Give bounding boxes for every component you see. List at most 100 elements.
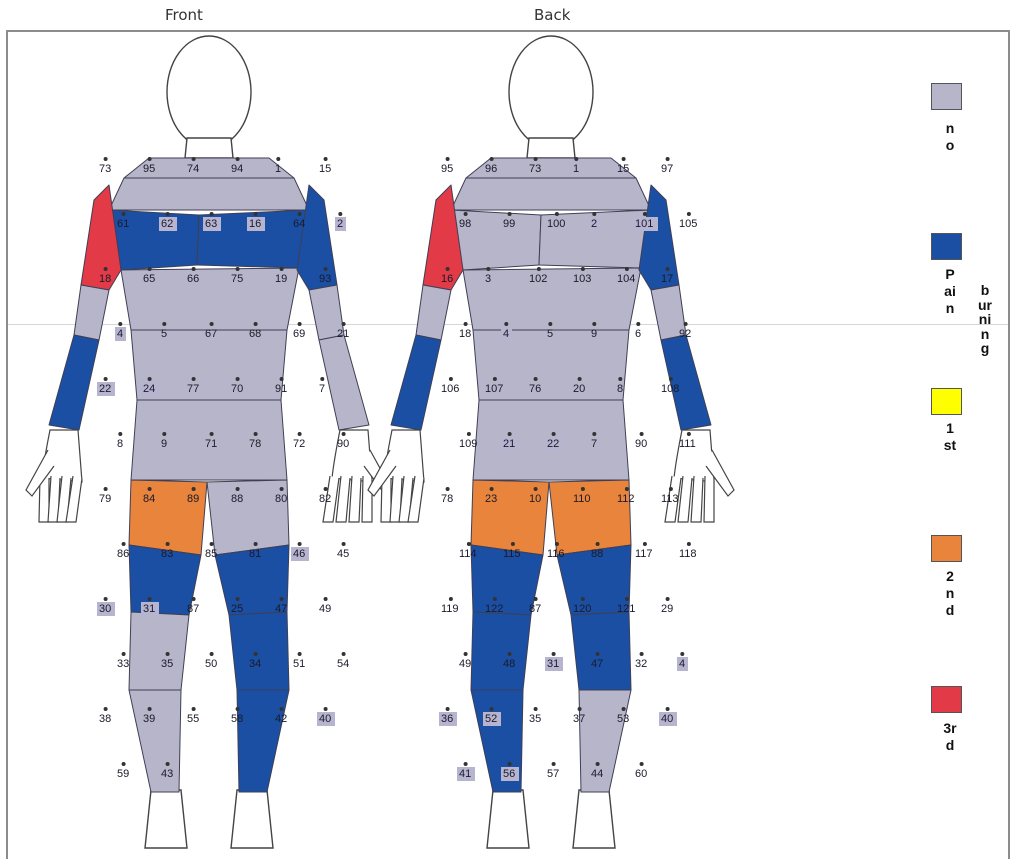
svg-text:90: 90 — [337, 438, 349, 450]
svg-text:15: 15 — [617, 163, 629, 175]
front-region-label: 55 — [187, 707, 199, 725]
front-region-knee-r[interactable] — [129, 612, 189, 690]
svg-text:47: 47 — [591, 658, 603, 670]
front-region-right-hip[interactable] — [207, 480, 289, 555]
svg-text:21: 21 — [503, 438, 515, 450]
svg-text:33: 33 — [117, 658, 129, 670]
front-region-label: 51 — [293, 652, 305, 670]
svg-text:18: 18 — [99, 273, 111, 285]
svg-text:57: 57 — [547, 768, 559, 780]
svg-text:104: 104 — [617, 273, 635, 285]
svg-text:92: 92 — [679, 328, 691, 340]
svg-text:107: 107 — [485, 383, 503, 395]
svg-text:96: 96 — [485, 163, 497, 175]
front-region-shin-l[interactable] — [237, 690, 289, 792]
back-region-label: 90 — [635, 432, 647, 450]
front-body-regions — [49, 158, 369, 792]
legend-swatch-no — [931, 83, 962, 110]
front-region-forearm-l[interactable] — [319, 335, 369, 430]
front-region-forearm-r[interactable] — [49, 335, 99, 430]
svg-text:4: 4 — [117, 328, 123, 340]
back-region-label: 31 — [545, 652, 563, 671]
svg-text:116: 116 — [547, 548, 565, 560]
svg-text:25: 25 — [231, 603, 243, 615]
back-region-label: 109 — [459, 432, 477, 450]
svg-text:2: 2 — [337, 218, 343, 230]
svg-text:60: 60 — [635, 768, 647, 780]
svg-text:56: 56 — [503, 768, 515, 780]
svg-text:73: 73 — [99, 163, 111, 175]
legend-label-2nd: 2nd — [943, 568, 957, 619]
back-right-hand — [368, 430, 424, 522]
back-region-label: 36 — [439, 707, 457, 726]
front-region-label: 4 — [115, 322, 126, 341]
back-region-shin-l[interactable] — [579, 690, 631, 792]
front-region-upper-chest[interactable] — [109, 178, 309, 210]
svg-text:91: 91 — [275, 383, 287, 395]
svg-text:1: 1 — [275, 163, 281, 175]
svg-text:2: 2 — [591, 218, 597, 230]
svg-text:47: 47 — [275, 603, 287, 615]
back-region-left-hip[interactable] — [471, 480, 549, 555]
svg-text:40: 40 — [319, 713, 331, 725]
svg-text:95: 95 — [143, 163, 155, 175]
svg-text:45: 45 — [337, 548, 349, 560]
back-body-regions — [391, 158, 711, 792]
back-region-forearm-r[interactable] — [391, 335, 441, 430]
back-region-elbow-r[interactable] — [416, 285, 451, 340]
back-region-knee-l[interactable] — [571, 612, 631, 690]
svg-text:95: 95 — [441, 163, 453, 175]
svg-text:7: 7 — [319, 383, 325, 395]
svg-text:41: 41 — [459, 768, 471, 780]
svg-text:105: 105 — [679, 218, 697, 230]
svg-text:88: 88 — [231, 493, 243, 505]
svg-text:48: 48 — [503, 658, 515, 670]
svg-text:83: 83 — [161, 548, 173, 560]
svg-text:18: 18 — [459, 328, 471, 340]
back-region-label: 106 — [441, 377, 459, 395]
svg-text:99: 99 — [503, 218, 515, 230]
svg-text:63: 63 — [205, 218, 217, 230]
svg-text:117: 117 — [635, 548, 653, 560]
svg-text:4: 4 — [503, 328, 509, 340]
svg-text:40: 40 — [661, 713, 673, 725]
svg-text:68: 68 — [249, 328, 261, 340]
svg-text:30: 30 — [99, 603, 111, 615]
front-head — [167, 36, 251, 148]
front-region-label: 69 — [293, 322, 305, 340]
front-region-label: 79 — [99, 487, 111, 505]
svg-text:88: 88 — [591, 548, 603, 560]
legend-swatch-pain — [931, 233, 962, 260]
svg-text:29: 29 — [661, 603, 673, 615]
back-region-label: 35 — [529, 707, 541, 725]
front-neck — [185, 138, 233, 158]
svg-text:7: 7 — [591, 438, 597, 450]
svg-text:71: 71 — [205, 438, 217, 450]
svg-text:87: 87 — [529, 603, 541, 615]
svg-text:43: 43 — [161, 768, 173, 780]
back-head — [509, 36, 593, 148]
svg-text:69: 69 — [293, 328, 305, 340]
back-region-right-hip[interactable] — [549, 480, 631, 555]
svg-text:111: 111 — [679, 438, 696, 450]
svg-text:103: 103 — [573, 273, 591, 285]
front-region-label: 49 — [319, 597, 331, 615]
svg-text:72: 72 — [293, 438, 305, 450]
front-region-knee-l[interactable] — [229, 612, 289, 690]
svg-text:74: 74 — [187, 163, 199, 175]
back-region-label: 60 — [635, 762, 647, 780]
front-region-label: 59 — [117, 762, 129, 780]
svg-text:16: 16 — [441, 273, 453, 285]
back-region-knee-r[interactable] — [471, 612, 531, 690]
svg-text:67: 67 — [205, 328, 217, 340]
front-region-label: 8 — [117, 432, 123, 450]
front-region-elbow-r[interactable] — [74, 285, 109, 340]
svg-text:113: 113 — [661, 493, 679, 505]
back-region-label: 78 — [441, 487, 453, 505]
back-region-label: 95 — [441, 157, 453, 175]
svg-text:54: 54 — [337, 658, 349, 670]
back-region-label: 118 — [679, 542, 697, 560]
back-region-upper-chest[interactable] — [451, 178, 651, 210]
back-region-label: 15 — [617, 157, 629, 175]
